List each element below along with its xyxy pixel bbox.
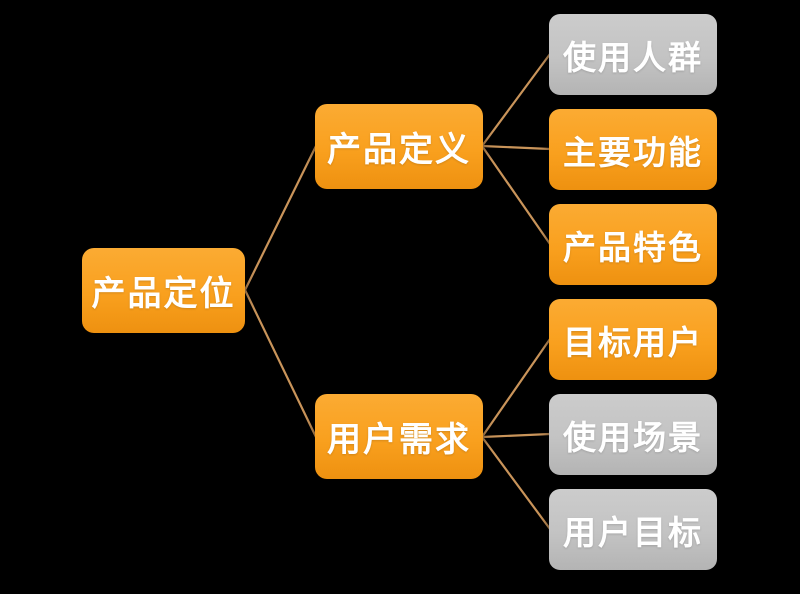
node-product-positioning: 产品定位: [82, 248, 245, 333]
connector-needs-to-user-goals: [480, 435, 552, 531]
node-user-needs-label: 用户需求: [327, 421, 471, 459]
node-user-goals: 用户目标: [549, 489, 717, 570]
connector-needs-to-usage-scenarios: [480, 432, 552, 439]
node-product-positioning-label: 产品定位: [91, 275, 236, 313]
connector-needs-to-target-users: [480, 337, 552, 439]
connector-definition-to-main-functions: [480, 144, 552, 151]
node-product-definition: 产品定义: [315, 104, 483, 189]
node-main-functions-label: 主要功能: [563, 133, 703, 171]
node-product-features-label: 产品特色: [563, 228, 703, 266]
node-product-definition-label: 产品定义: [327, 131, 471, 169]
node-usage-scenarios-label: 使用场景: [563, 418, 703, 456]
node-usage-scenarios: 使用场景: [549, 394, 717, 475]
node-main-functions: 主要功能: [549, 109, 717, 190]
connector-definition-to-product-features: [480, 144, 552, 246]
node-target-users: 目标用户: [549, 299, 717, 380]
connector-root-to-product-definition: [243, 144, 318, 292]
connector-definition-to-user-groups: [480, 52, 552, 148]
connector-root-to-user-needs: [243, 288, 318, 439]
node-user-groups-label: 使用人群: [563, 38, 703, 76]
node-user-groups: 使用人群: [549, 14, 717, 95]
node-product-features: 产品特色: [549, 204, 717, 285]
node-user-needs: 用户需求: [315, 394, 483, 479]
node-target-users-label: 目标用户: [563, 323, 703, 361]
node-user-goals-label: 用户目标: [563, 513, 703, 551]
